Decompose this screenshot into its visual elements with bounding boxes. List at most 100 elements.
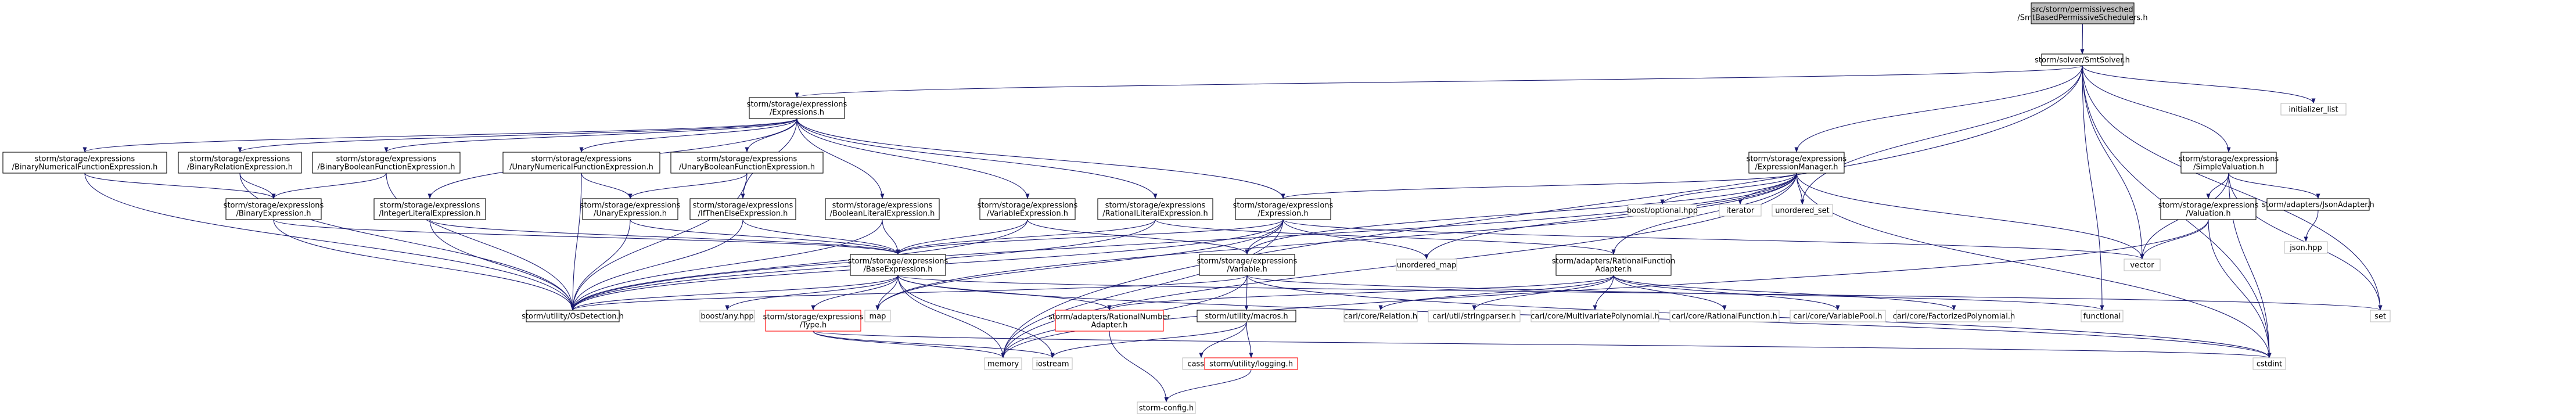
node-relation: carl/core/Relation.h bbox=[1343, 310, 1418, 322]
node-varexpr[interactable]: storm/storage/expressions/VariableExpres… bbox=[978, 198, 1078, 220]
node-box bbox=[1555, 254, 1672, 276]
node-macros[interactable]: storm/utility/macros.h bbox=[1197, 310, 1296, 322]
node-label: /SmtBasedPermissiveSchedulers.h bbox=[2017, 14, 2147, 23]
include-edge-baseexpr-to-type bbox=[811, 275, 899, 311]
node-label: storm/storage/expressions bbox=[697, 155, 797, 164]
node-box bbox=[2160, 198, 2257, 220]
node-intliteral[interactable]: storm/storage/expressions/IntegerLiteral… bbox=[373, 198, 486, 220]
node-osdetection[interactable]: storm/utility/OsDetection.h bbox=[522, 310, 624, 322]
include-edge-ratfuncadapter-to-ratnumadapter bbox=[1107, 275, 1614, 311]
node-unarybool[interactable]: storm/storage/expressions/UnaryBooleanFu… bbox=[670, 152, 824, 174]
node-binaryrel[interactable]: storm/storage/expressions/BinaryRelation… bbox=[178, 152, 302, 174]
node-expressions[interactable]: storm/storage/expressions/Expressions.h bbox=[747, 97, 847, 119]
node-boolliteral[interactable]: storm/storage/expressions/BooleanLiteral… bbox=[825, 198, 940, 220]
node-baseexpr[interactable]: storm/storage/expressions/BaseExpression… bbox=[848, 254, 949, 276]
node-box bbox=[2284, 241, 2328, 254]
node-variable[interactable]: storm/storage/expressions/Variable.h bbox=[1197, 254, 1298, 276]
node-logging[interactable]: storm/utility/logging.h bbox=[1204, 357, 1298, 370]
node-label: carl/core/FactorizedPolynomial.h bbox=[1893, 313, 2015, 321]
node-box bbox=[2266, 198, 2370, 211]
node-simplevaluation[interactable]: storm/storage/expressions/SimpleValuatio… bbox=[2179, 152, 2279, 174]
node-box bbox=[2124, 259, 2161, 271]
node-valuation[interactable]: storm/storage/expressions/Valuation.h bbox=[2158, 198, 2259, 220]
include-edge-variable-to-functional bbox=[1246, 275, 2104, 311]
include-edge-boolliteral-to-baseexpr bbox=[882, 219, 900, 255]
node-ratliteral[interactable]: storm/storage/expressions/RationalLitera… bbox=[1097, 198, 1213, 220]
node-binaryexpr[interactable]: storm/storage/expressions/BinaryExpressi… bbox=[224, 198, 324, 220]
node-box bbox=[1896, 310, 2012, 322]
node-label: map bbox=[870, 313, 886, 321]
include-edge-binaryrel-to-binaryexpr bbox=[239, 173, 276, 199]
include-edge-exprmanager-to-unordered_map bbox=[1424, 173, 1797, 260]
include-edge-unarybool-to-osdetection bbox=[570, 173, 748, 311]
include-edge-unarybool-to-unaryexpr bbox=[628, 173, 748, 199]
node-map: map bbox=[864, 310, 891, 322]
node-box bbox=[1343, 310, 1418, 322]
node-binarybool[interactable]: storm/storage/expressions/BinaryBooleanF… bbox=[312, 152, 461, 174]
node-box bbox=[312, 152, 461, 174]
include-edge-expression-to-memory bbox=[1001, 219, 1284, 358]
node-box bbox=[670, 152, 824, 174]
node-binarynum[interactable]: storm/storage/expressions/BinaryNumerica… bbox=[2, 152, 167, 174]
node-label: /Type.h bbox=[800, 321, 827, 330]
node-unordered_set: unordered_set bbox=[1772, 204, 1833, 217]
node-box bbox=[1530, 310, 1659, 322]
node-ite[interactable]: storm/storage/expressions/IfThenElseExpr… bbox=[689, 198, 796, 220]
include-edge-binaryexpr-to-osdetection bbox=[273, 219, 575, 311]
node-label: storm/utility/macros.h bbox=[1205, 313, 1288, 321]
include-edge-baseexpr-to-set bbox=[897, 275, 2382, 311]
node-label: carl/core/RationalFunction.h bbox=[1672, 313, 1777, 321]
include-edge-exprmanager-to-expression bbox=[1281, 173, 1797, 199]
include-edge-variable-to-osdetection bbox=[570, 275, 1248, 311]
include-edge-simplevaluation-to-valuation bbox=[2206, 173, 2229, 199]
node-box bbox=[850, 254, 946, 276]
node-box bbox=[2041, 53, 2124, 66]
node-box bbox=[1669, 310, 1780, 322]
node-box bbox=[1204, 357, 1298, 370]
node-label: /BinaryBooleanFunctionExpression.h bbox=[317, 163, 455, 172]
node-type[interactable]: storm/storage/expressions/Type.h bbox=[763, 310, 864, 332]
include-edge-baseexpr-to-memory bbox=[897, 275, 1005, 358]
node-label: functional bbox=[2083, 313, 2121, 321]
include-edge-ratfuncadapter-to-relation bbox=[1378, 275, 1614, 311]
node-smtsolver[interactable]: storm/solver/SmtSolver.h bbox=[2035, 53, 2130, 66]
node-label: storm/storage/expressions bbox=[190, 155, 290, 164]
node-label: iterator bbox=[1726, 207, 1755, 216]
node-label: /BinaryNumericalFunctionExpression.h bbox=[12, 163, 158, 172]
node-label: carl/core/MultivariatePolynomial.h bbox=[1530, 313, 1659, 321]
node-unaryexpr[interactable]: storm/storage/expressions/UnaryExpressio… bbox=[580, 198, 681, 220]
node-jsonadapter[interactable]: storm/adapters/JsonAdapter.h bbox=[2262, 198, 2374, 211]
edges-layer bbox=[82, 23, 2383, 403]
node-label: /BinaryRelationExpression.h bbox=[187, 163, 293, 172]
include-edge-smtsolver-to-functional bbox=[2082, 65, 2104, 311]
node-label: storm/solver/SmtSolver.h bbox=[2035, 56, 2130, 65]
node-iostream: iostream bbox=[1032, 357, 1073, 370]
node-box bbox=[373, 198, 486, 220]
node-label: src/storm/permissivesched bbox=[2032, 6, 2133, 15]
node-label: unordered_set bbox=[1775, 207, 1829, 216]
node-iterator: iterator bbox=[1719, 204, 1762, 217]
node-box bbox=[1396, 259, 1457, 271]
node-box bbox=[2370, 310, 2391, 322]
include-edge-varexpr-to-osdetection bbox=[570, 219, 1028, 311]
include-edge-type-to-cstdint bbox=[813, 331, 2271, 358]
include-edge-ratliteral-to-baseexpr bbox=[896, 219, 1156, 255]
include-edge-unaryexpr-to-baseexpr bbox=[630, 219, 900, 255]
include-edge-smtsolver-to-simplevaluation bbox=[2082, 65, 2231, 153]
include-edge-expressions-to-varexpr bbox=[796, 118, 1030, 199]
include-edge-expressions-to-ratliteral bbox=[796, 118, 1158, 199]
include-edge-simplevaluation-to-jsonadapter bbox=[2228, 173, 2320, 199]
node-exprmanager[interactable]: storm/storage/expressions/ExpressionMana… bbox=[1747, 152, 1847, 174]
node-box bbox=[1627, 204, 1697, 217]
include-edge-exprmanager-to-osdetection bbox=[570, 173, 1797, 311]
node-functional: functional bbox=[2081, 310, 2124, 322]
node-unarynum[interactable]: storm/storage/expressions/UnaryNumerical… bbox=[502, 152, 660, 174]
include-edge-smtsolver-to-memory bbox=[1001, 65, 2083, 358]
node-label: /BaseExpression.h bbox=[864, 265, 933, 274]
node-label: storm/storage/expressions bbox=[380, 202, 480, 210]
node-expression[interactable]: storm/storage/expressions/Expression.h bbox=[1233, 198, 1334, 220]
node-box bbox=[1032, 357, 1073, 370]
